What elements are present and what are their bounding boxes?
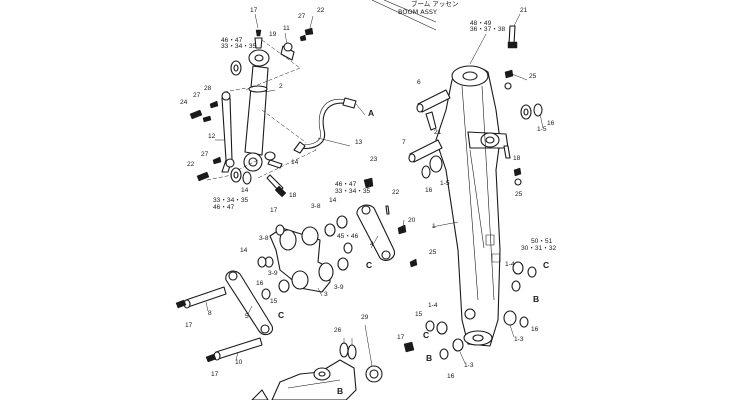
callout-label-c39a: 3-9: [268, 270, 278, 277]
callout-label-c38a: 3-8: [311, 203, 321, 210]
callout-label-c20: 20: [408, 217, 416, 224]
callout-label-c18a: 18: [513, 155, 521, 162]
callout-label-cC3: C: [278, 310, 284, 320]
pipe-bracket: [189, 91, 235, 182]
callout-label-c27c: 27: [201, 151, 209, 158]
callout-label-c33c: 33・34・35: [213, 197, 249, 204]
callout-label-c46c: 46・47: [213, 204, 235, 211]
callout-label-c15a: 1-5: [537, 126, 547, 133]
callout-label-c5: 5: [245, 313, 249, 320]
callout-label-c19: 19: [269, 31, 277, 38]
callout-label-c13: 13: [355, 139, 363, 146]
callout-label-c7: 7: [402, 139, 406, 146]
callout-label-c25b: 25: [515, 191, 523, 198]
title-leader-line-2: [383, 0, 437, 23]
callout-label-c46a: 46・47: [221, 37, 243, 44]
callout-label-c27a: 27: [298, 13, 306, 20]
callout-label-c24: 24: [180, 99, 188, 106]
callout-label-c36: 36・37・38: [470, 26, 506, 33]
bucket-link-bottom: [251, 324, 383, 400]
callout-label-c17e: 17: [211, 371, 219, 378]
callout-label-c22b: 22: [187, 161, 195, 168]
callout-label-c15b: 1-5: [440, 180, 450, 187]
callout-label-c3: 3: [324, 291, 328, 298]
callout-label-c4: 4: [370, 241, 374, 248]
callout-label-c14b: 14: [241, 187, 249, 194]
callout-label-c16b: 16: [425, 187, 433, 194]
hydraulic-hose: [293, 97, 366, 154]
callout-label-c14e: 1-4: [505, 261, 515, 268]
callout-label-c16d: 16: [531, 326, 539, 333]
callout-label-c6: 6: [417, 79, 421, 86]
callout-label-c30: 30・31・32: [521, 245, 557, 252]
callout-label-c8: 8: [208, 310, 212, 317]
callout-label-cC2: C: [543, 260, 549, 270]
callout-label-c48: 48・49: [470, 20, 492, 27]
callout-label-c17d: 17: [397, 334, 405, 341]
callout-label-c50: 50・51: [531, 238, 553, 245]
callout-label-c25a: 25: [529, 73, 537, 80]
callout-label-c13b: 1-3: [514, 336, 524, 343]
callout-label-c23: 23: [370, 156, 378, 163]
callout-label-c1: 1: [432, 223, 436, 230]
callout-label-c33a: 33・34・35: [221, 43, 257, 50]
callout-label-c22c: 22: [392, 189, 400, 196]
callout-label-c18b: 18: [289, 192, 297, 199]
callout-label-cC4: C: [423, 330, 429, 340]
callout-label-c12: 12: [208, 133, 216, 140]
callout-label-c2: 2: [279, 83, 283, 90]
callout-label-c10: 10: [235, 359, 243, 366]
callout-label-cB2: B: [426, 353, 432, 363]
callout-label-c33b: 33・34・35: [335, 188, 371, 195]
callout-label-cB1: B: [533, 294, 539, 304]
callout-label-c21b: 21: [434, 129, 442, 136]
title-leader-line: [371, 0, 437, 31]
leader-lines: [205, 13, 544, 364]
callout-label-c26: 26: [334, 327, 342, 334]
callout-label-c25c: 25: [429, 249, 437, 256]
callout-label-c17b: 17: [270, 207, 278, 214]
link-3: [264, 215, 353, 293]
callout-label-c11: 11: [283, 25, 290, 32]
callout-label-cA1: A: [368, 108, 374, 118]
callout-label-c29: 29: [361, 314, 369, 321]
callout-label-c46b: 46・47: [335, 181, 357, 188]
title-block: ブーム アッセン BOOM ASSY: [371, 0, 458, 31]
callout-label-c13c: 1-3: [464, 362, 474, 369]
callout-label-c16c: 16: [256, 280, 264, 287]
callout-label-c15d: 15: [415, 311, 423, 318]
callout-label-c22a: 22: [317, 7, 325, 14]
callout-label-c17a: 17: [250, 7, 258, 14]
callout-label-c14c: 14: [329, 197, 337, 204]
callout-label-c15c: 15: [270, 298, 278, 305]
callout-label-c16a: 16: [547, 120, 555, 127]
callout-label-c17c: 17: [185, 322, 193, 329]
callout-label-c14a: 14: [291, 159, 299, 166]
callout-label-c14d: 14: [240, 247, 248, 254]
boom-pins: [403, 25, 543, 360]
callout-label-cC1: C: [366, 260, 372, 270]
boom-cylinder: [230, 27, 314, 198]
callout-label-c38b: 3-8: [259, 235, 269, 242]
callout-label-c27b: 27: [193, 92, 201, 99]
callout-label-cB3: B: [337, 386, 343, 396]
callout-label-c16e: 16: [447, 373, 455, 380]
callout-label-c45: 45・46: [337, 233, 359, 240]
link-4: [356, 177, 418, 268]
callout-label-c28: 28: [204, 85, 212, 92]
callout-label-c21a: 21: [520, 7, 528, 14]
title-japanese: ブーム アッセン: [411, 0, 458, 8]
link-5-and-pins: [175, 256, 274, 363]
boom-structure: [435, 65, 509, 347]
title-english: BOOM ASSY: [398, 8, 437, 16]
callout-label-c14f: 1-4: [428, 302, 438, 309]
callout-label-c39b: 3-9: [334, 284, 344, 291]
